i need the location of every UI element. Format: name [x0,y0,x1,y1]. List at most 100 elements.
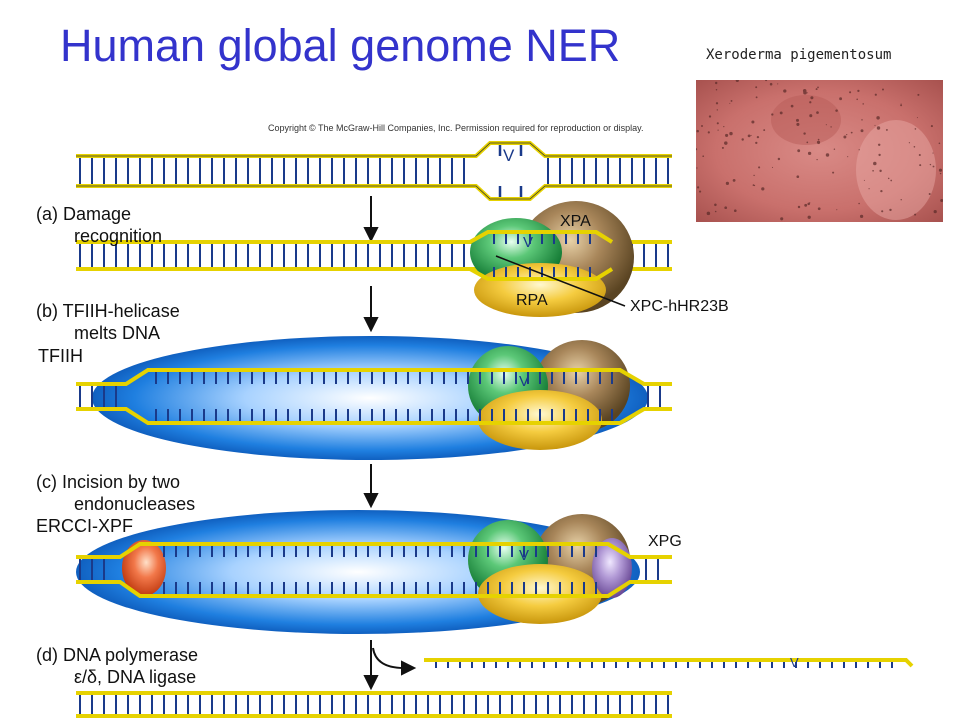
pigment-spot [751,120,755,124]
pigment-spot [802,88,807,93]
pigment-spot [716,122,719,125]
pigment-spot [913,145,916,148]
pigment-spot [771,113,774,116]
pigment-spot [835,109,838,112]
pigment-spot [885,128,888,131]
pigment-spot [747,134,751,138]
pigment-spot [862,103,864,105]
photo-caption: Xeroderma pigementosum [706,47,892,63]
pigment-spot [873,161,877,166]
pigment-spot [877,143,881,147]
pigment-spot [715,88,718,91]
pigment-spot [702,155,705,158]
pigment-spot [872,169,874,172]
excised-oligo: V [424,655,914,670]
pigment-spot [815,88,818,91]
pigment-spot [817,141,820,145]
pigment-spot [809,101,812,104]
pigment-spot [714,210,717,213]
pigment-spot [859,214,864,219]
pigment-spot [880,189,883,193]
pigment-spot [797,205,801,209]
pigment-spot [809,114,813,118]
pigment-spot [771,166,774,168]
pigment-spot [806,141,809,144]
pigment-spot [707,131,710,134]
pigment-spot [729,131,733,136]
pigment-spot [850,131,853,134]
pigment-spot [939,172,942,175]
pigment-spot [783,89,787,93]
pigment-spot [756,135,760,139]
pigment-spot [790,104,794,108]
pigment-spot [696,167,698,169]
pigment-spot [697,186,700,189]
pigment-spot [753,174,755,177]
pigment-spot [876,116,880,120]
pigment-spot [836,209,838,211]
pigment-spot [817,86,819,89]
pigment-spot [779,111,783,115]
pigment-spot [878,153,881,157]
copyright-notice: Copyright © The McGraw-Hill Companies, I… [268,123,644,133]
step-c-label: (c) Incision by two endonucleases [36,472,196,514]
step-d-label: (d) DNA polymerase ε/δ, DNA ligase [36,645,199,687]
ercc1-xpf-protein [122,540,166,596]
pigment-spot [817,138,820,141]
lesion-mark: V [503,146,515,165]
pigment-spot [933,209,937,214]
pigment-spot [938,168,943,172]
pigment-spot [780,217,784,221]
pigment-spot [856,98,858,101]
pigment-spot [755,96,758,99]
rpa-label: RPA [516,292,548,309]
pigment-spot [696,129,699,133]
tfiih-label: TFIIH [38,346,83,366]
pigment-spot [795,118,800,122]
pigment-spot [816,111,819,114]
pigment-spot [908,142,911,144]
pigment-spot [729,102,731,104]
pigment-spot [708,115,712,118]
dna-over-proteins-a: V [469,230,614,281]
step-b-label: (b) TFIIH-helicase melts DNA [36,301,180,343]
xpg-label: XPG [648,533,682,550]
pigment-spot [930,125,933,128]
pigment-spot [725,181,730,186]
lesion-mark: V [519,373,529,390]
pigment-spot [803,132,806,135]
pigment-spot [730,99,733,102]
pigment-spot [761,187,765,191]
lesion-mark: V [523,234,533,251]
pigment-spot [715,102,719,105]
pigment-spot [863,179,865,181]
pigment-spot [879,169,882,173]
pigment-spot [806,92,808,94]
pigment-spot [758,166,761,169]
pigment-spot [706,211,711,216]
dna-incision-c: V [76,542,672,598]
pigment-spot [721,146,724,149]
pigment-spot [723,125,725,128]
pigment-spot [825,124,827,126]
pigment-spot [807,151,812,156]
pigment-spot [938,142,941,145]
xp-skin-photo [696,80,943,222]
pigment-spot [900,103,902,105]
pigment-spot [858,202,860,205]
pigment-spot [752,184,755,186]
pigment-spot [929,163,932,166]
pigment-spot [717,129,719,131]
pigment-spot [699,190,702,193]
pigment-spot [857,89,860,93]
pigment-spot [825,153,830,157]
xpa-label: XPA [560,213,591,230]
pigment-spot [881,88,885,91]
pigment-spot [830,126,832,128]
pigment-spot [916,117,918,119]
pigment-spot [881,210,884,213]
pigment-spot [735,80,739,82]
pigment-spot [796,122,800,126]
pigment-spot [816,158,818,161]
flow-arrows [363,196,417,691]
